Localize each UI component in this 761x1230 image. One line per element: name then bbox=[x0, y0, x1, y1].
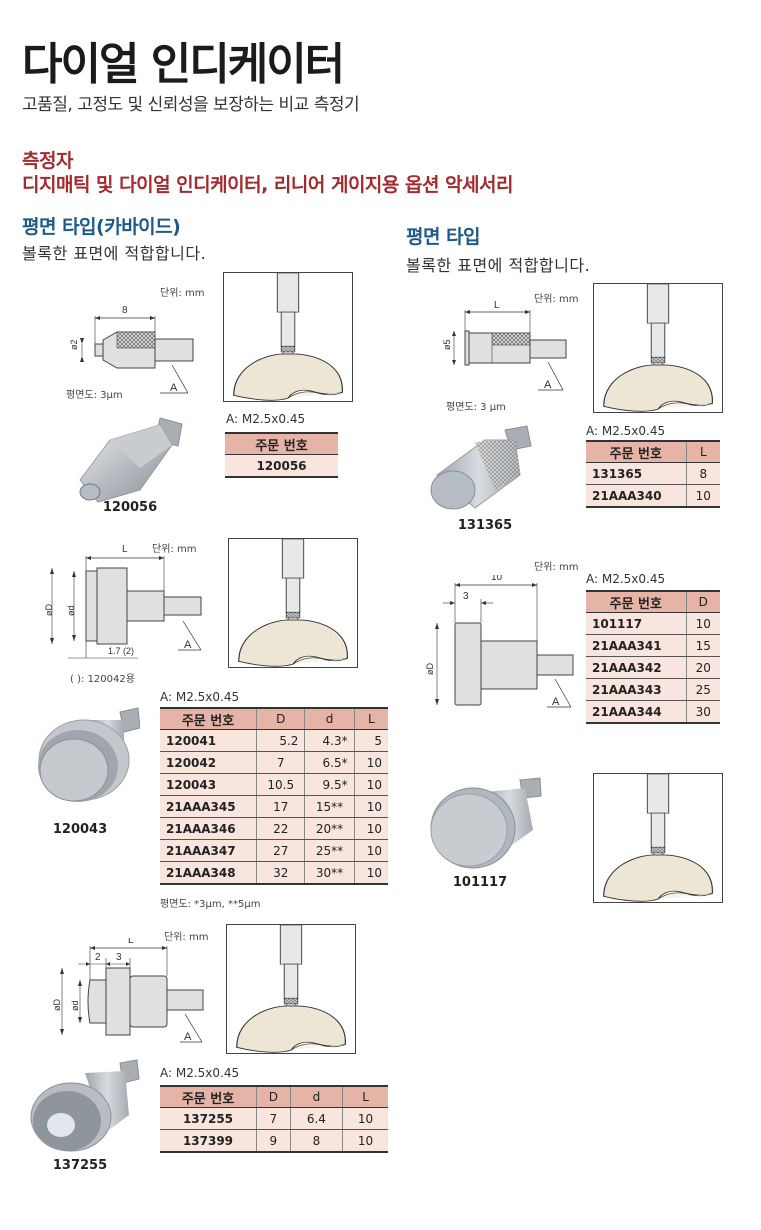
usage-diagram bbox=[223, 272, 353, 402]
flatness-note: 평면도: *3μm, **5μm bbox=[160, 899, 261, 910]
table-header: d bbox=[304, 707, 355, 730]
thread-spec: A: M2.5x0.45 bbox=[160, 690, 240, 704]
unit-label: 단위: mm bbox=[534, 294, 579, 305]
svg-text:A: A bbox=[184, 639, 192, 651]
table-header: D bbox=[255, 707, 305, 730]
thread-spec: A: M2.5x0.45 bbox=[586, 424, 666, 438]
product-photo-120056 bbox=[79, 417, 183, 503]
dimension-drawing-120043: L øD ød 1.7 (2) A bbox=[44, 544, 202, 659]
table-header: 주문 번호 bbox=[160, 707, 257, 730]
table-row: 101117 10 bbox=[586, 612, 720, 635]
thread-spec: A: M2.5x0.45 bbox=[160, 1066, 240, 1080]
thread-spec: A: M2.5x0.45 bbox=[226, 412, 306, 426]
product-photo-137255 bbox=[30, 1059, 140, 1152]
section-title-carbide-flat: 평면 타입(카바이드) bbox=[22, 216, 181, 238]
dimension-drawing-120056: 8 ø2 A bbox=[69, 305, 194, 394]
svg-text:2: 2 bbox=[95, 952, 101, 963]
table-header: d bbox=[289, 1085, 343, 1108]
unit-label: 단위: mm bbox=[160, 288, 205, 299]
table-header: D bbox=[256, 1085, 291, 1108]
table-row: 131365 8 bbox=[586, 462, 720, 485]
section-desc: 볼록한 표면에 적합합니다. bbox=[406, 256, 591, 275]
unit-label: 단위: mm bbox=[164, 932, 209, 943]
page-title: 다이얼 인디케이터 bbox=[22, 39, 345, 90]
svg-text:L: L bbox=[122, 544, 128, 555]
usage-diagram bbox=[226, 924, 356, 1054]
svg-text:A: A bbox=[184, 1031, 192, 1043]
table-header: 주문 번호 bbox=[586, 590, 687, 613]
thread-spec: A: M2.5x0.45 bbox=[586, 572, 666, 586]
dimension-drawing-131365: L ø5 A bbox=[442, 300, 567, 391]
table-header: 주문 번호 bbox=[586, 440, 687, 463]
table-row: 120056 bbox=[225, 454, 338, 478]
svg-text:10: 10 bbox=[491, 575, 503, 583]
svg-text:3: 3 bbox=[116, 952, 122, 963]
product-label: 131365 bbox=[457, 518, 513, 533]
svg-text:øD: øD bbox=[52, 999, 62, 1011]
product-label: 101117 bbox=[452, 875, 508, 890]
table-header: 주문 번호 bbox=[160, 1085, 257, 1108]
order-table-flat: 주문 번호 L 131365 8 21AAA340 10 bbox=[586, 440, 720, 508]
svg-text:øD: øD bbox=[425, 663, 435, 675]
table-row: 137255 7 6.4 10 bbox=[160, 1107, 388, 1130]
unit-label: 단위: mm bbox=[534, 562, 579, 573]
product-label: 120043 bbox=[52, 822, 108, 837]
order-table-large-flat: 주문 번호 D d L 120041 5.2 4.3* 5 120042 7 6… bbox=[160, 707, 388, 885]
product-label: 137255 bbox=[52, 1158, 108, 1173]
table-row: 21AAA345 17 15** 10 bbox=[160, 795, 388, 818]
svg-text:øD: øD bbox=[44, 604, 54, 616]
order-table-101117: 주문 번호 D 101117 10 21AAA341 15 21AAA342 2… bbox=[586, 590, 720, 724]
order-table-carbide: 주문 번호 120056 bbox=[225, 432, 338, 478]
table-row: 21AAA343 25 bbox=[586, 678, 720, 701]
svg-text:ød: ød bbox=[66, 605, 76, 616]
page-subtitle: 고품질, 고정도 및 신뢰성을 보장하는 비교 측정기 bbox=[22, 95, 360, 115]
dimension-drawing-101117: 10 3 øD A bbox=[425, 575, 574, 708]
dimension-drawing-137255: L 2 3 øD ød A bbox=[52, 938, 204, 1043]
order-table-137255: 주문 번호 D d L 137255 7 6.4 10 137399 9 8 1… bbox=[160, 1085, 388, 1153]
product-photo-101117 bbox=[430, 777, 542, 869]
svg-text:L: L bbox=[494, 300, 500, 311]
usage-diagram bbox=[593, 773, 723, 903]
section-desc: 볼록한 표면에 적합합니다. bbox=[22, 244, 207, 263]
table-row: 120041 5.2 4.3* 5 bbox=[160, 729, 388, 752]
flatness-note: 평면도: 3μm bbox=[66, 390, 123, 401]
product-photo-120043 bbox=[38, 707, 140, 802]
table-header: L bbox=[685, 440, 720, 463]
table-row: 120042 7 6.5* 10 bbox=[160, 751, 388, 774]
table-row: 120043 10.5 9.5* 10 bbox=[160, 773, 388, 796]
table-row: 21AAA340 10 bbox=[586, 484, 720, 508]
table-row: 21AAA348 32 30** 10 bbox=[160, 861, 388, 885]
table-row: 21AAA341 15 bbox=[586, 634, 720, 657]
svg-text:ø2: ø2 bbox=[69, 339, 79, 350]
svg-text:L: L bbox=[128, 938, 134, 946]
table-row: 21AAA346 22 20** 10 bbox=[160, 817, 388, 840]
svg-text:A: A bbox=[552, 696, 560, 708]
svg-text:A: A bbox=[544, 379, 552, 391]
flatness-note: 평면도: 3 μm bbox=[446, 402, 506, 413]
table-row: 21AAA347 27 25** 10 bbox=[160, 839, 388, 862]
unit-label: 단위: mm bbox=[152, 544, 197, 555]
svg-text:8: 8 bbox=[122, 305, 128, 316]
category-title: 측정자 bbox=[22, 150, 73, 172]
table-row: 137399 9 8 10 bbox=[160, 1129, 388, 1153]
product-label: 120056 bbox=[102, 500, 158, 515]
svg-text:ø5: ø5 bbox=[442, 339, 452, 350]
svg-text:A: A bbox=[170, 382, 178, 394]
svg-text:1.7 (2): 1.7 (2) bbox=[108, 646, 134, 656]
table-header: 주문 번호 bbox=[225, 432, 338, 455]
usage-diagram bbox=[593, 283, 723, 413]
table-header: D bbox=[685, 590, 720, 613]
table-header: L bbox=[342, 1085, 388, 1108]
parenthesis-note: ( ): 120042용 bbox=[70, 674, 135, 685]
category-subtitle: 디지매틱 및 다이얼 인디케이터, 리니어 게이지용 옵션 악세서리 bbox=[22, 174, 514, 196]
product-photo-131365 bbox=[430, 425, 532, 510]
table-row: 21AAA342 20 bbox=[586, 656, 720, 679]
table-row: 21AAA344 30 bbox=[586, 700, 720, 724]
usage-diagram bbox=[228, 538, 358, 668]
table-header: L bbox=[353, 707, 388, 730]
svg-text:3: 3 bbox=[463, 591, 469, 602]
svg-text:ød: ød bbox=[70, 1000, 80, 1011]
section-title-flat: 평면 타입 bbox=[406, 226, 481, 248]
